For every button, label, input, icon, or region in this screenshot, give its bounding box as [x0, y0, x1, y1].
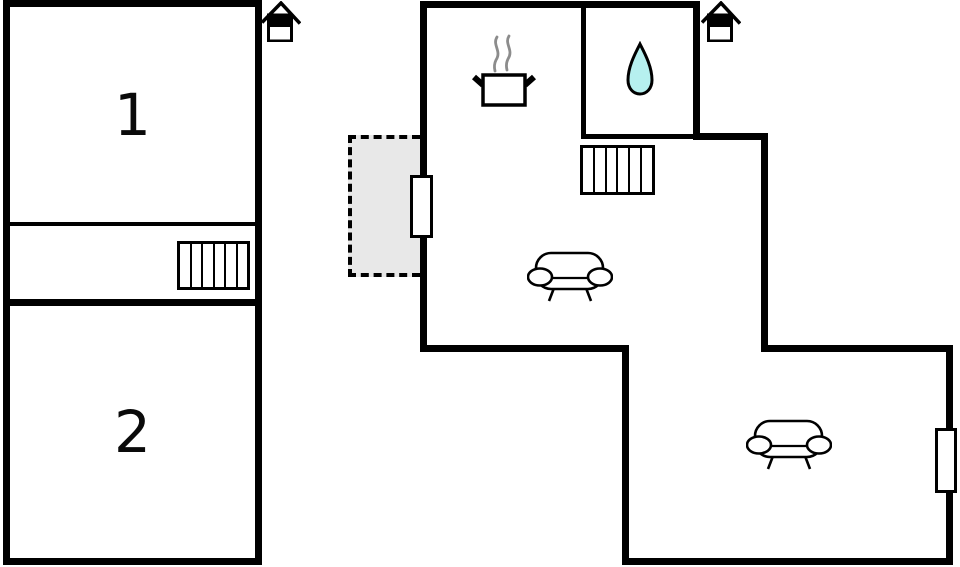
room-1-label: 1: [114, 80, 151, 149]
wall-hallway-room2: [3, 299, 262, 306]
stair-tread: [607, 148, 619, 192]
side-window: [935, 428, 957, 493]
stair-tread: [226, 244, 238, 287]
stair-tread: [203, 244, 215, 287]
stair-tread: [595, 148, 607, 192]
wall-bathroom-left: [581, 1, 586, 139]
house-entrance-icon: [701, 1, 741, 42]
sofa-icon: [527, 251, 613, 302]
water-drop-icon: [626, 41, 654, 96]
terrace-dashed-area: [348, 135, 420, 277]
stair-tread: [618, 148, 631, 192]
staircase-right: [580, 145, 655, 195]
wall-step-middle: [761, 345, 953, 352]
sofa-icon: [746, 419, 832, 470]
wall-bottom: [622, 558, 953, 565]
wall-top: [420, 1, 700, 8]
wall-lower-left: [622, 345, 629, 565]
room-2-label: 2: [114, 398, 151, 466]
stair-tread: [180, 244, 192, 287]
cooking-pot-icon: [472, 34, 536, 107]
wall-right-upper: [761, 133, 768, 352]
steam-line: [504, 34, 512, 72]
wall-middle-horizontal: [420, 345, 629, 352]
stair-tread: [192, 244, 203, 287]
stair-tread: [238, 244, 248, 287]
stair-tread: [583, 148, 595, 192]
terrace-door: [410, 175, 433, 238]
stair-tread: [215, 244, 226, 287]
stair-tread: [630, 148, 643, 192]
stair-tread: [642, 148, 652, 192]
steam-line: [492, 35, 500, 73]
wall-step-upper: [693, 133, 768, 140]
staircase-left: [177, 241, 250, 290]
wall-room1-hallway: [3, 222, 262, 226]
wall-bathroom-right-exterior: [693, 1, 700, 140]
house-entrance-icon: [261, 1, 301, 42]
wall-bathroom-bottom: [581, 134, 700, 139]
